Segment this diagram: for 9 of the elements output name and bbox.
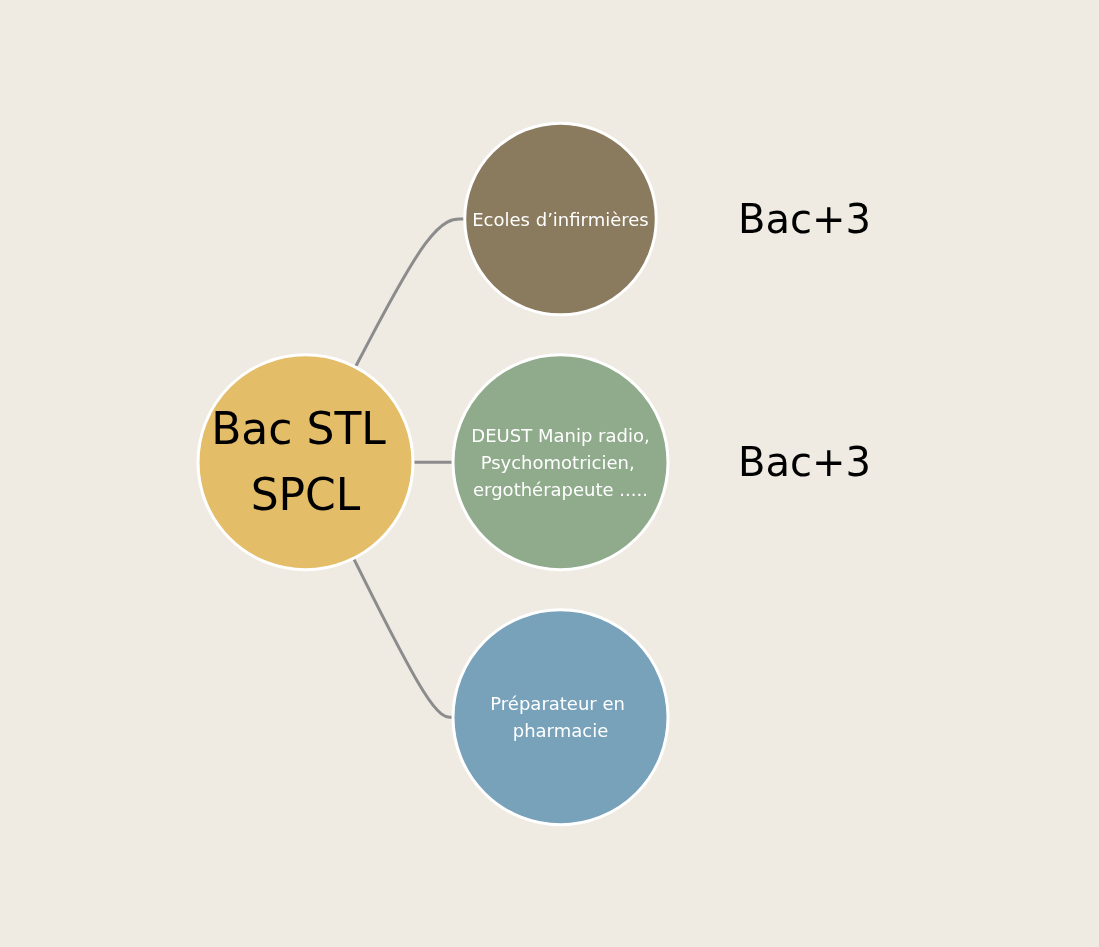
connector: [354, 217, 465, 368]
connector: [352, 557, 454, 719]
node-label: Bac+3: [738, 438, 871, 485]
node-circle: Ecoles d’infirmières: [463, 121, 658, 316]
node-circle: Préparateur en pharmacie: [451, 607, 670, 826]
node-circle: Bac STL SPCL: [196, 352, 415, 571]
node-label: Bac+3: [738, 195, 871, 242]
node-circle: DEUST Manip radio, Psychomotricien, ergothérapeute .....: [451, 352, 670, 571]
connector: [413, 460, 454, 464]
